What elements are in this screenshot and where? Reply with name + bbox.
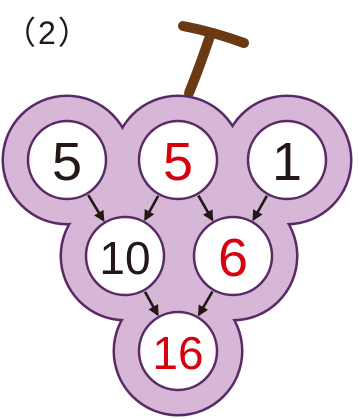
answer-number: 16	[152, 327, 203, 379]
answer-number: 6	[218, 228, 248, 288]
given-number: 10	[99, 232, 150, 284]
answer-number: 5	[163, 132, 193, 192]
given-number: 5	[52, 132, 82, 192]
grape-stem	[183, 26, 244, 93]
given-number: 1	[272, 132, 302, 192]
